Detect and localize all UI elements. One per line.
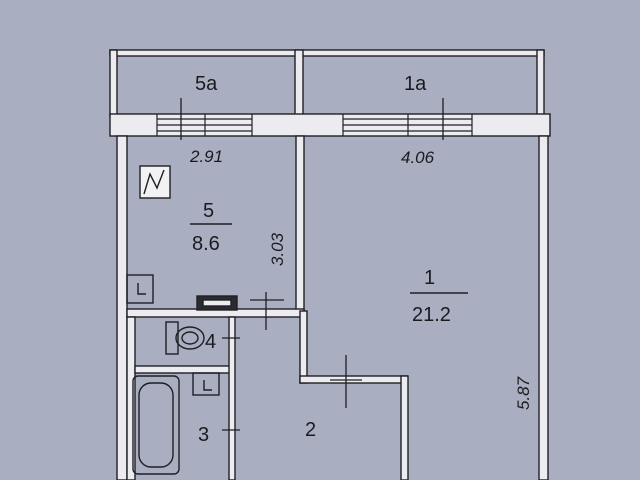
room2-number: 2 [305, 419, 316, 441]
room5-depth-label: 3.03 [268, 232, 287, 266]
room1-area: 21.2 [412, 304, 451, 326]
partition-room5-room1 [295, 135, 305, 312]
room5-number: 5 [203, 200, 214, 222]
room1-number: 1 [424, 267, 435, 289]
windows [156, 114, 473, 136]
partition-hall-room1-vertical [299, 310, 308, 384]
room4-number: 4 [205, 331, 216, 353]
room3-number: 3 [198, 424, 209, 446]
balcony-left-wall [109, 49, 118, 117]
room5-area: 8.6 [192, 233, 220, 255]
window-room1 [342, 114, 473, 136]
balcony-1a-label: 1a [404, 73, 427, 95]
dimension-ticks [180, 98, 444, 431]
sink-icon [192, 372, 220, 396]
window-room5 [156, 114, 253, 136]
room5-width-label: 2.91 [189, 147, 223, 166]
fixtures [126, 165, 238, 475]
right-exterior-wall [538, 135, 549, 480]
balcony-top-wall [109, 49, 545, 57]
walls [109, 49, 551, 480]
ventilation-icon [139, 165, 171, 199]
balcony-divider-wall [294, 49, 304, 117]
bath-block-right-wall [228, 316, 236, 480]
room1-depth-label: 5.87 [514, 376, 533, 410]
partition-hall-room1-lower [400, 375, 409, 480]
stove-inner [202, 299, 232, 307]
toilet-icon [165, 321, 205, 355]
bathtub-icon [132, 375, 180, 475]
bath-block-divider [134, 365, 231, 374]
room1-width-label: 4.06 [401, 148, 435, 167]
balcony-right-wall [536, 49, 545, 117]
balcony-5a-label: 5a [195, 73, 218, 95]
bath-block-left-wall [126, 316, 136, 480]
left-exterior-wall [116, 135, 128, 480]
cabinet-icon [126, 274, 154, 304]
